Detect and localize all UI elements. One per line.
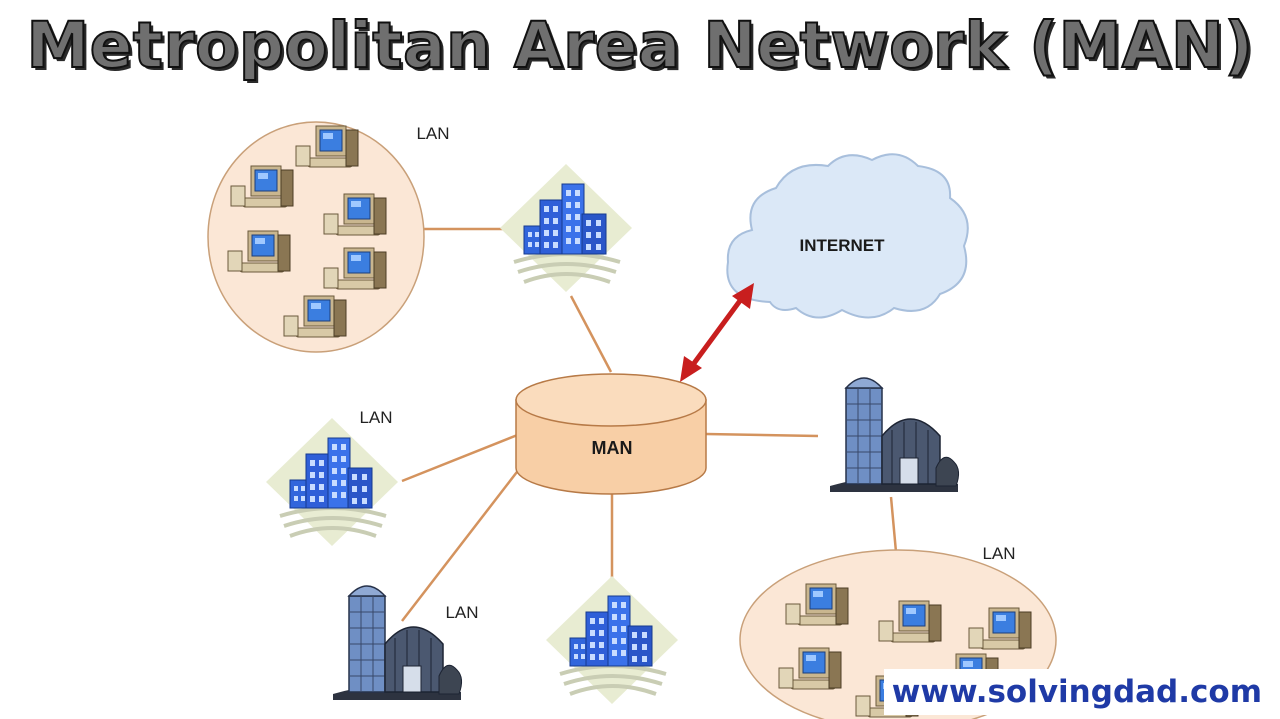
- lan-top-left: [207, 121, 425, 353]
- network-links: [401, 227, 898, 622]
- website-url: www.solvingdad.com: [883, 669, 1270, 715]
- lan-label-bottom-right: LAN: [982, 544, 1015, 563]
- internet-cloud: [726, 153, 969, 319]
- office-building-icon: [544, 574, 680, 706]
- silo-building-icon: [332, 585, 463, 701]
- link-office-top: [569, 295, 613, 373]
- man-cylinder: [515, 373, 707, 495]
- link-silo-left: [401, 467, 521, 622]
- internet-label: INTERNET: [800, 236, 886, 255]
- office-building-icon: [498, 162, 634, 294]
- silo-building-icon: [829, 377, 960, 493]
- link-silo-right: [705, 432, 819, 438]
- link-office-left: [401, 432, 521, 483]
- link-lan-bottom-right: [889, 496, 898, 553]
- lan-label-bottom-left: LAN: [445, 603, 478, 622]
- office-building-icon: [264, 416, 400, 548]
- lan-label-top-left: LAN: [416, 124, 449, 143]
- page-title: Metropolitan Area Network (MAN): [25, 8, 1254, 83]
- man-label: MAN: [592, 438, 633, 458]
- internet-link-arrow: [680, 283, 754, 382]
- lan-label-left: LAN: [359, 408, 392, 427]
